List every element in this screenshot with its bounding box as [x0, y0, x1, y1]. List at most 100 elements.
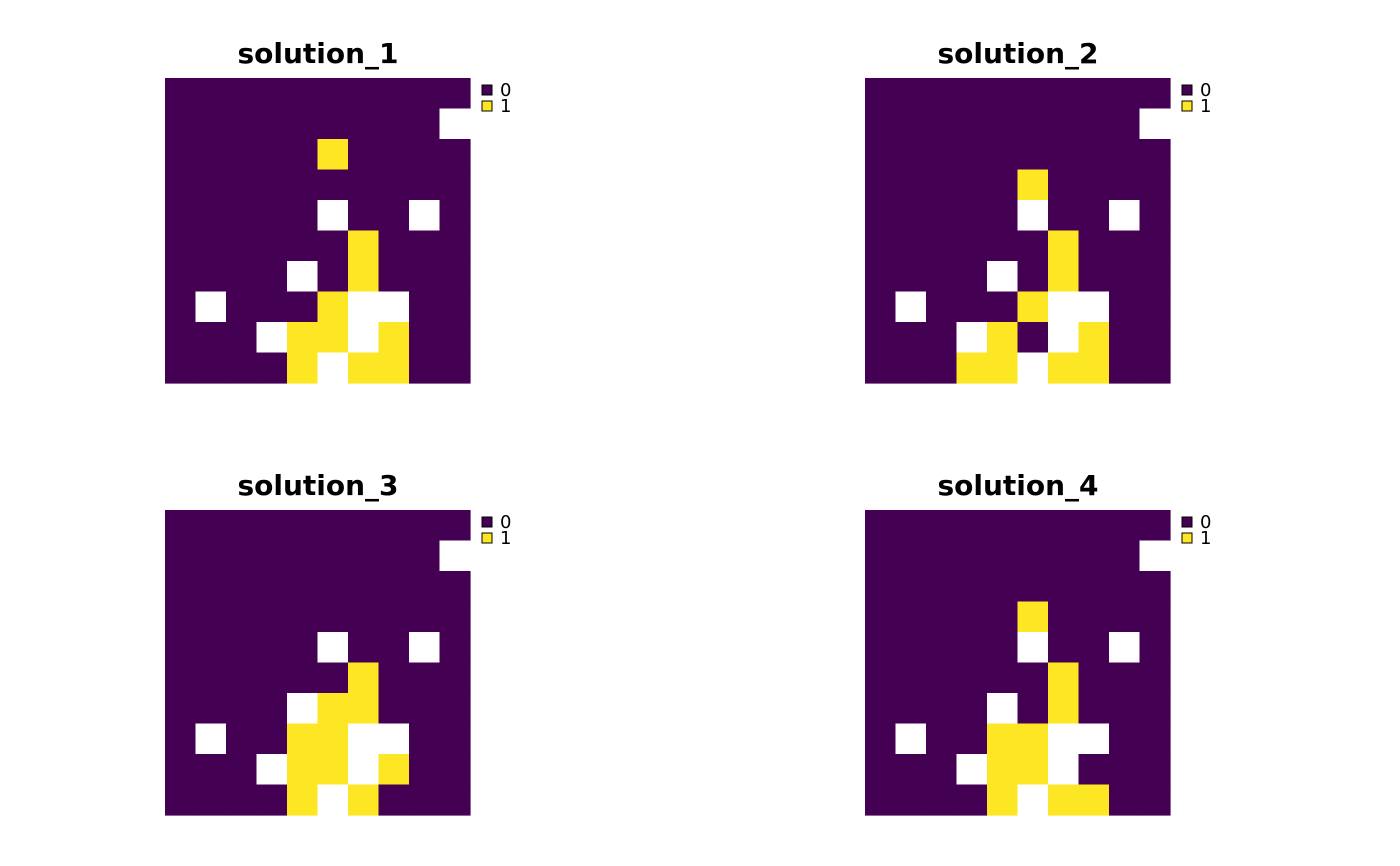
- cell-value-0: [1109, 352, 1141, 384]
- cell-value-0: [195, 784, 227, 816]
- cell-value-1: [348, 352, 380, 384]
- cell-value-0: [956, 169, 988, 201]
- cell-value-0: [439, 230, 471, 262]
- cell-value-0: [165, 693, 197, 725]
- cell-value-1: [987, 352, 1019, 384]
- cell-value-0: [1017, 230, 1049, 262]
- cell-value-0: [195, 632, 227, 664]
- cell-value-0: [226, 540, 258, 572]
- cell-value-0: [865, 540, 897, 572]
- cell-value-0: [226, 784, 258, 816]
- cell-value-1: [378, 352, 410, 384]
- cell-value-1: [987, 754, 1019, 786]
- cell-value-0: [439, 291, 471, 323]
- cell-value-0: [348, 632, 380, 664]
- cell-value-0: [1078, 632, 1110, 664]
- cell-value-0: [926, 200, 958, 232]
- legend-swatch-0: [481, 516, 493, 528]
- cell-value-0: [287, 230, 319, 262]
- cell-value-0: [987, 662, 1019, 694]
- cell-value-0: [348, 169, 380, 201]
- legend-label-0: 0: [500, 512, 511, 533]
- cell-value-1: [348, 261, 380, 293]
- cell-value-0: [1078, 693, 1110, 725]
- cell-value-0: [348, 78, 380, 110]
- cell-value-0: [1139, 723, 1171, 755]
- cell-missing: [195, 723, 227, 755]
- cell-missing: [439, 540, 471, 572]
- cell-value-0: [1139, 291, 1171, 323]
- legend-label-0: 0: [1200, 512, 1211, 533]
- cell-value-0: [926, 662, 958, 694]
- cell-value-0: [956, 540, 988, 572]
- legend-swatch-0: [481, 84, 493, 96]
- cell-value-1: [1048, 784, 1080, 816]
- legend: 01: [1181, 80, 1211, 117]
- legend-label-1: 1: [1200, 528, 1211, 549]
- cell-value-0: [1017, 662, 1049, 694]
- cell-value-1: [317, 693, 349, 725]
- cell-value-0: [926, 261, 958, 293]
- cell-value-1: [1078, 322, 1110, 354]
- cell-value-0: [865, 784, 897, 816]
- cell-missing: [1139, 108, 1171, 140]
- cell-missing: [1017, 352, 1049, 384]
- cell-value-0: [1017, 540, 1049, 572]
- cell-value-0: [895, 540, 927, 572]
- cell-value-0: [926, 169, 958, 201]
- cell-value-1: [317, 322, 349, 354]
- cell-value-0: [317, 169, 349, 201]
- cell-value-0: [1048, 601, 1080, 633]
- cell-value-0: [317, 108, 349, 140]
- cell-value-0: [895, 261, 927, 293]
- cell-value-0: [926, 322, 958, 354]
- raster-cells: [865, 78, 1171, 384]
- cell-value-0: [926, 352, 958, 384]
- cell-value-0: [195, 693, 227, 725]
- cell-value-0: [226, 693, 258, 725]
- cell-value-0: [926, 754, 958, 786]
- cell-missing: [1139, 540, 1171, 572]
- cell-value-0: [956, 78, 988, 110]
- cell-value-0: [1017, 571, 1049, 603]
- cell-value-0: [895, 169, 927, 201]
- cell-value-1: [1048, 230, 1080, 262]
- cell-value-1: [287, 784, 319, 816]
- legend: 01: [1181, 512, 1211, 549]
- cell-value-0: [1017, 261, 1049, 293]
- cell-value-0: [165, 632, 197, 664]
- cell-value-0: [165, 540, 197, 572]
- cell-value-1: [1048, 352, 1080, 384]
- cell-value-0: [1139, 200, 1171, 232]
- cell-value-0: [1109, 169, 1141, 201]
- cell-value-1: [1048, 662, 1080, 694]
- cell-value-0: [165, 78, 197, 110]
- raster-plot: 01: [865, 510, 1211, 816]
- cell-value-0: [165, 662, 197, 694]
- cell-value-0: [287, 510, 319, 542]
- cell-missing: [195, 291, 227, 323]
- cell-value-0: [317, 510, 349, 542]
- cell-value-0: [256, 78, 288, 110]
- cell-value-0: [195, 510, 227, 542]
- cell-value-0: [165, 322, 197, 354]
- cell-value-0: [865, 693, 897, 725]
- cell-value-0: [926, 601, 958, 633]
- cell-value-0: [378, 139, 410, 171]
- cell-value-0: [378, 169, 410, 201]
- raster-cells: [165, 78, 471, 384]
- cell-value-0: [256, 632, 288, 664]
- cell-value-0: [865, 510, 897, 542]
- cell-value-0: [987, 139, 1019, 171]
- cell-value-0: [165, 723, 197, 755]
- cell-value-0: [865, 139, 897, 171]
- cell-missing: [348, 723, 380, 755]
- cell-value-0: [439, 601, 471, 633]
- cell-missing: [348, 291, 380, 323]
- cell-value-0: [865, 601, 897, 633]
- cell-value-0: [256, 291, 288, 323]
- cell-value-0: [256, 230, 288, 262]
- cell-value-1: [287, 322, 319, 354]
- cell-value-0: [409, 169, 441, 201]
